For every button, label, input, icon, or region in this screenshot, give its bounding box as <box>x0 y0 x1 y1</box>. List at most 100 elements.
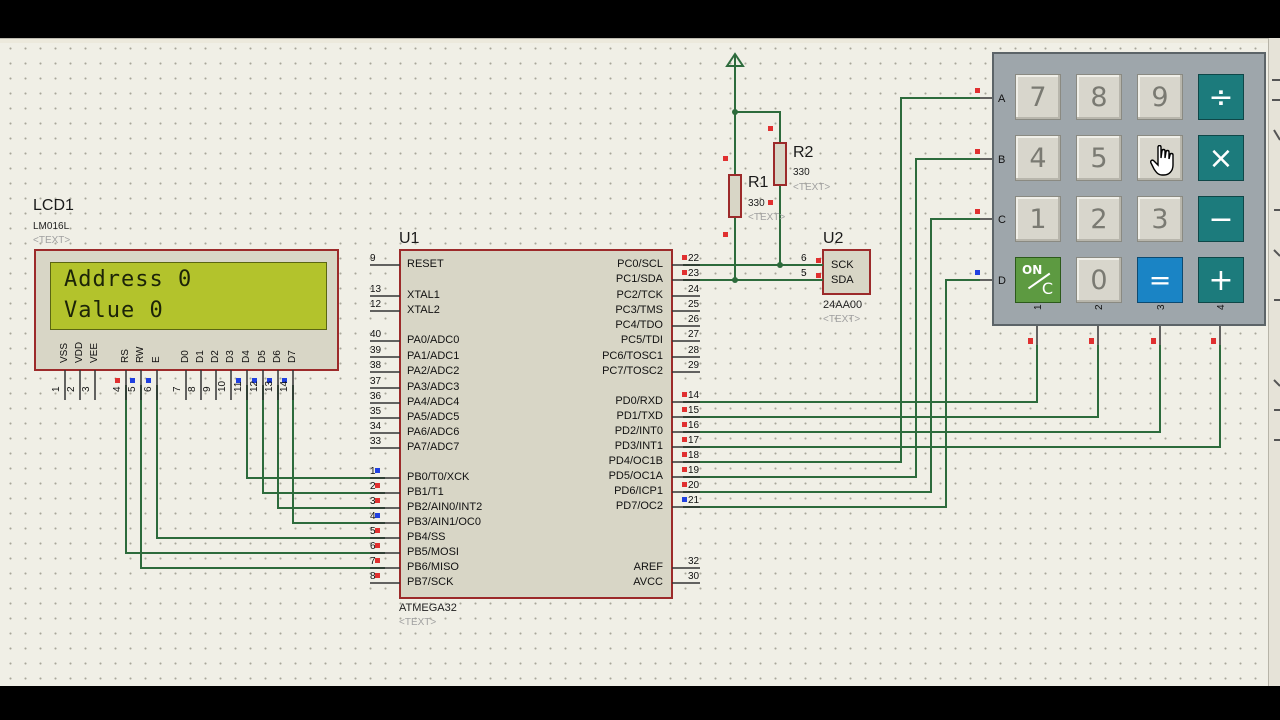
lcd-pin-label: D7 <box>287 350 298 363</box>
eeprom-pin-num-6: 6 <box>801 253 807 264</box>
lcd-pin-number: 4 <box>112 386 123 392</box>
right-toolbar[interactable] <box>1268 38 1280 686</box>
mcu-pin-number: 7 <box>370 556 376 567</box>
lcd-pin-number: 5 <box>127 386 138 392</box>
wire-rs[interactable] <box>125 385 385 554</box>
lcd-pin-label: D1 <box>195 350 206 363</box>
mcu-pin-label: PD3/INT1 <box>614 440 663 452</box>
wire-d7[interactable] <box>292 385 385 524</box>
mcu-pin-label: PA7/ADC7 <box>407 441 460 453</box>
wire-row-d[interactable] <box>683 279 980 508</box>
keypad-key[interactable]: 4 <box>1015 135 1061 181</box>
mcu-pin-label: PB5/MOSI <box>407 546 459 558</box>
lcd-pin-number: 12 <box>249 380 260 392</box>
mcu-pin-number: 29 <box>688 360 700 371</box>
lcd-pin-number: 2 <box>66 386 77 392</box>
lcd-pin-label: E <box>151 356 162 363</box>
mcu-pin-label: AREF <box>633 561 663 573</box>
keypad-key[interactable]: = <box>1137 257 1183 303</box>
mcu-pin-number: 4 <box>370 511 376 522</box>
lcd-line-2: Value 0 <box>64 298 164 323</box>
keypad-key[interactable]: + <box>1198 257 1244 303</box>
mcu-pin-number: 27 <box>688 329 700 340</box>
keypad-key[interactable]: 7 <box>1015 74 1061 120</box>
wire-rw[interactable] <box>140 385 385 569</box>
keypad-row-label: A <box>998 93 1006 105</box>
mcu-pin-label: PD1/TXD <box>616 410 663 422</box>
lcd-line-1: Address 0 <box>64 267 193 292</box>
mcu-pin-label: PD4/OC1B <box>608 455 663 467</box>
lcd-pin-label: VSS <box>59 342 70 363</box>
wire-d4[interactable] <box>246 385 385 479</box>
mcu-pin-number: 39 <box>370 345 382 356</box>
keypad-key[interactable]: 5 <box>1076 135 1122 181</box>
eeprom-pin-num-5: 5 <box>801 268 807 279</box>
mcu-pin-number: 19 <box>688 465 700 476</box>
wire-vcc-r2[interactable] <box>735 111 781 150</box>
mcu-pin-label: PA4/ADC4 <box>407 396 460 408</box>
lcd-part: LM016L <box>33 221 70 232</box>
mcu-part: ATMEGA32 <box>399 602 457 614</box>
lcd-pin-stubs <box>64 370 294 400</box>
mcu-pin-number: 3 <box>370 496 376 507</box>
mcu-pin-number: 2 <box>370 481 376 492</box>
wire-col1[interactable] <box>683 345 1038 403</box>
wire-e[interactable] <box>156 385 385 539</box>
mcu-pin-label: PA6/ADC6 <box>407 426 460 438</box>
r2-value: 330 <box>793 167 810 178</box>
power-terminal-arrow-icon[interactable] <box>725 52 745 80</box>
mcu-pin-label: PA5/ADC5 <box>407 411 460 423</box>
keypad-key[interactable]: 3 <box>1137 196 1183 242</box>
right-toolbar-icons <box>1272 79 1280 441</box>
lcd-pin-label: D6 <box>272 350 283 363</box>
eeprom-text-placeholder: <TEXT> <box>823 314 861 325</box>
mcu-pin-number: 34 <box>370 421 382 432</box>
keypad-key[interactable]: 1 <box>1015 196 1061 242</box>
lcd-pin-number: 9 <box>202 386 213 392</box>
eeprom-pins <box>808 264 823 281</box>
keypad-key[interactable]: 2 <box>1076 196 1122 242</box>
eeprom-pin-sck: SCK <box>831 259 854 271</box>
wire-row-b[interactable] <box>683 158 980 478</box>
mcu-pin-label: PC5/TDI <box>620 334 663 346</box>
keypad-key[interactable]: 0 <box>1076 257 1122 303</box>
eeprom-pin-sda: SDA <box>831 274 854 286</box>
mcu-pin-number: 24 <box>688 284 700 295</box>
wire-row-c[interactable] <box>683 218 980 493</box>
mcu-pin-label: PC2/TCK <box>616 289 663 301</box>
mcu-pin-label: PC0/SCL <box>617 258 663 270</box>
keypad-col-label: 2 <box>1094 304 1105 310</box>
mcu-pin-number: 5 <box>370 526 376 537</box>
mcu-body[interactable] <box>399 249 673 599</box>
keypad-key[interactable]: × <box>1198 135 1244 181</box>
mcu-pin-label: PD0/RXD <box>615 395 663 407</box>
mcu-pin-label: PB3/AIN1/OC0 <box>407 516 481 528</box>
resistor-r2-body[interactable] <box>773 142 787 186</box>
keypad-key[interactable]: ÷ <box>1198 74 1244 120</box>
wire-row-a[interactable] <box>683 97 980 463</box>
mcu-pin-number: 21 <box>688 495 700 506</box>
keypad-row-label: B <box>998 154 1006 166</box>
eeprom-body[interactable] <box>822 249 871 295</box>
wire-col2[interactable] <box>683 345 1099 418</box>
keypad-key[interactable]: 8 <box>1076 74 1122 120</box>
mcu-pin-label: PD2/INT0 <box>614 425 663 437</box>
resistor-r1-body[interactable] <box>728 174 742 218</box>
lcd-pin-label: RW <box>135 346 146 363</box>
wire-d5[interactable] <box>262 385 385 494</box>
keypad-key[interactable]: 9 <box>1137 74 1183 120</box>
wire-col3[interactable] <box>683 345 1161 433</box>
eeprom-part: 24AA00 <box>823 299 863 311</box>
keypad-key[interactable]: − <box>1198 196 1244 242</box>
mcu-pin-label: PA0/ADC0 <box>407 334 460 346</box>
on-label: ON <box>1022 263 1043 277</box>
mcu-pin-number: 20 <box>688 480 700 491</box>
toolbar-edge <box>0 38 1280 43</box>
mcu-pin-number: 12 <box>370 299 382 310</box>
wire-col4[interactable] <box>683 345 1221 448</box>
keypad-col-label: 3 <box>1156 304 1167 310</box>
lcd-pin-number: 14 <box>279 380 290 392</box>
wire-d6[interactable] <box>277 385 385 509</box>
